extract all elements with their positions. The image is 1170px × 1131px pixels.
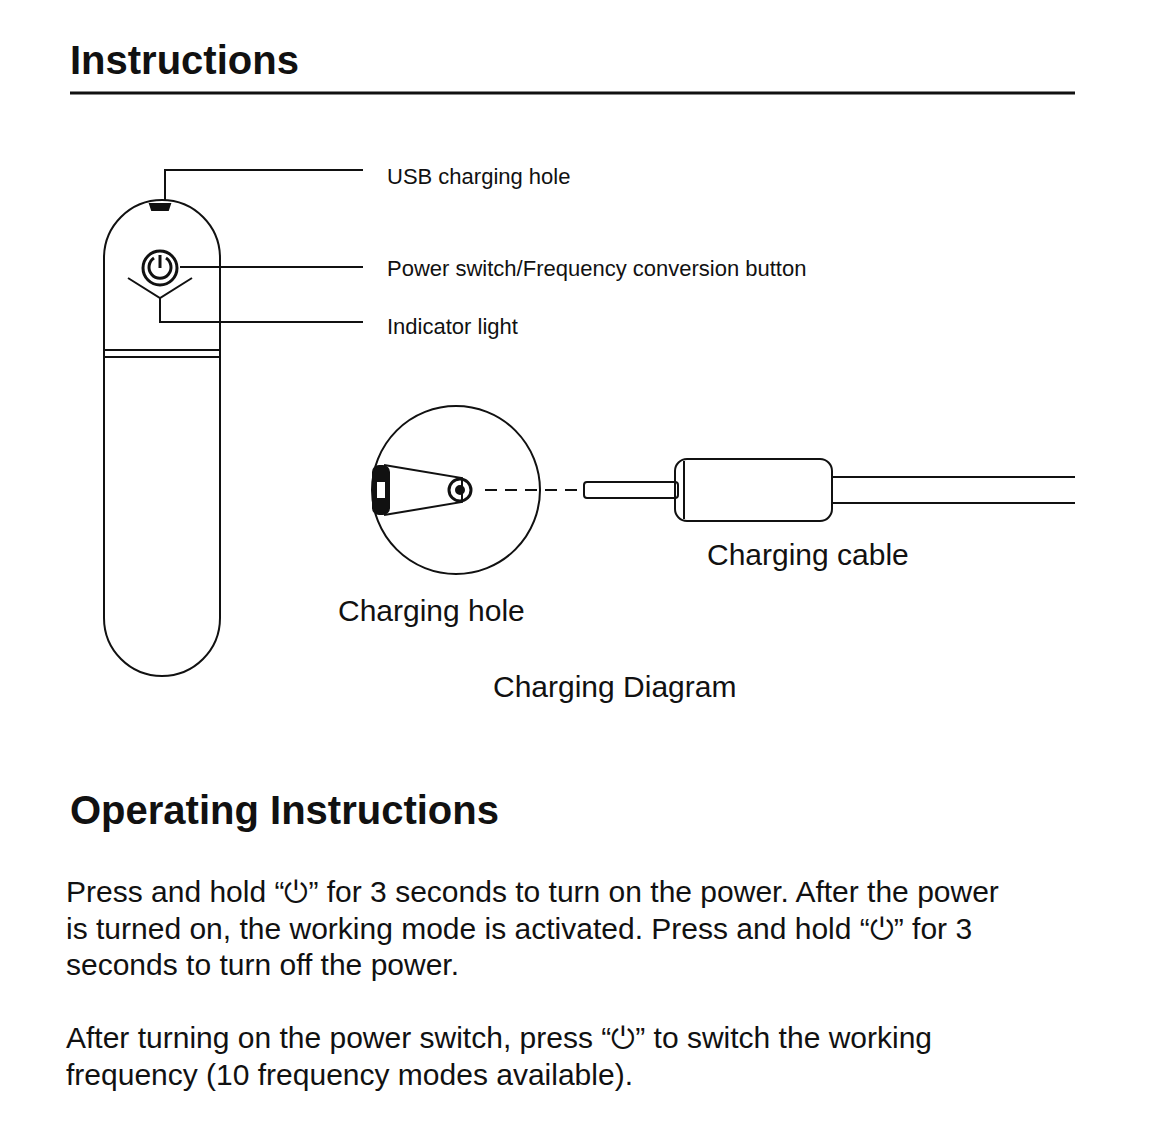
device-drawing xyxy=(104,170,363,676)
cable xyxy=(832,502,1075,504)
title-rule xyxy=(70,92,1075,95)
cable xyxy=(832,476,1075,478)
cable-plug xyxy=(675,459,832,521)
charging-diagram xyxy=(372,406,1075,574)
dashed-guide xyxy=(485,489,582,491)
cable-pin xyxy=(584,482,678,498)
instruction-text: After turning on the power switch, press… xyxy=(66,1020,1026,1093)
leader-line xyxy=(180,266,363,268)
seam-line xyxy=(104,356,220,358)
part-label: Charging hole xyxy=(338,593,525,629)
part-label: Power switch/Frequency conversion button xyxy=(387,256,806,282)
seam-line xyxy=(104,349,220,351)
part-label: USB charging hole xyxy=(387,164,570,190)
indicator-light xyxy=(128,278,192,298)
charging-hole-end xyxy=(373,466,389,514)
cable-plug xyxy=(683,461,685,519)
page-title: Instructions xyxy=(70,36,299,84)
leader-line xyxy=(160,298,363,322)
power-button xyxy=(143,251,177,285)
section-heading: Operating Instructions xyxy=(70,786,499,834)
leader-line xyxy=(165,170,363,200)
charging-hole xyxy=(449,479,471,501)
part-label: Indicator light xyxy=(387,314,518,340)
part-label: Charging cable xyxy=(707,537,909,573)
usb-hole xyxy=(150,204,170,210)
power-icon xyxy=(159,255,162,268)
charging-hole xyxy=(456,486,464,494)
charging-hole-end xyxy=(377,482,385,498)
instruction-text: Press and hold “⏻” for 3 seconds to turn… xyxy=(66,874,1026,984)
figure-caption: Charging Diagram xyxy=(493,669,736,705)
device-body xyxy=(104,200,220,676)
